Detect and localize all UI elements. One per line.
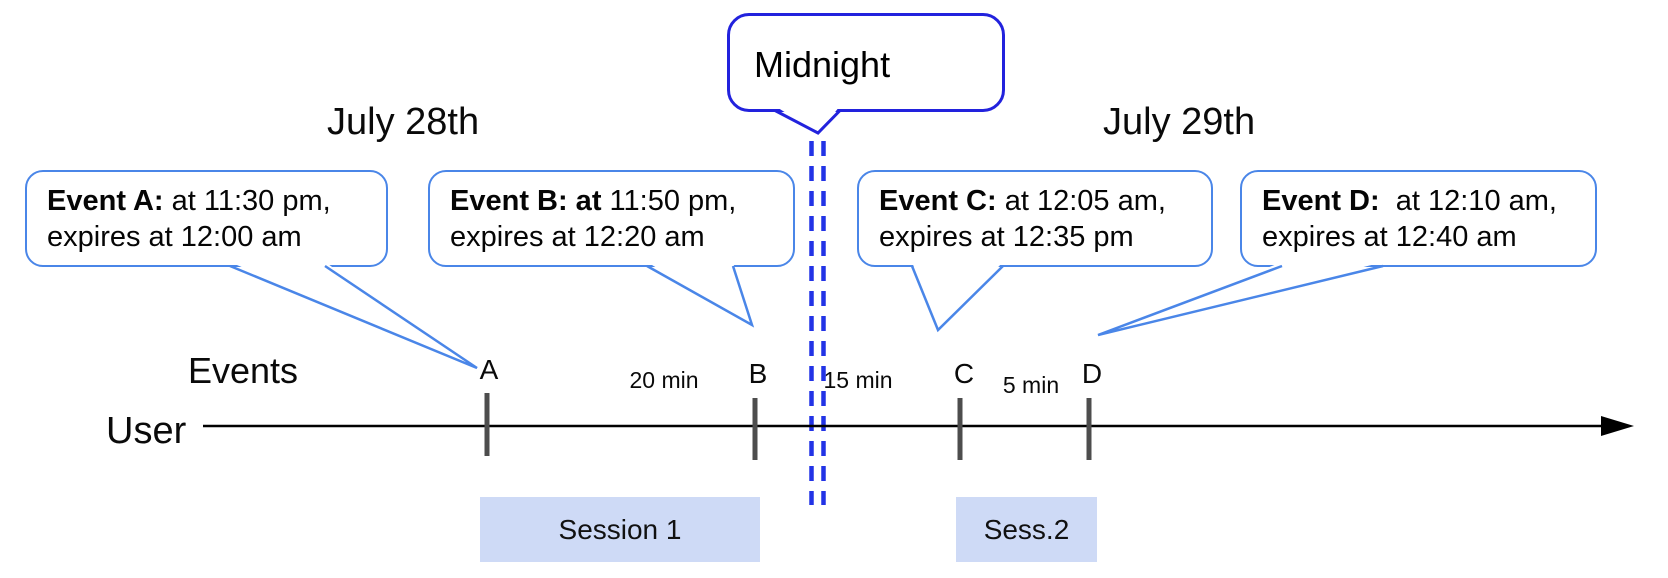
event-c-pointer-outline (910, 265, 1004, 333)
session-1-label: Session 1 (558, 513, 682, 545)
event-b-pointer-fill (647, 262, 752, 325)
interval-15-min-label: 15 min (823, 367, 893, 393)
user-row-label: User (106, 410, 187, 452)
event-c-time-line: Event C: at 12:05 am, (879, 183, 1193, 219)
event-a-bold-label: Event A: (47, 185, 164, 217)
tick-mark-a (484, 393, 490, 456)
interval-5-min-label: 5 min (1002, 372, 1060, 398)
tick-mark-b (752, 398, 758, 460)
event-b-expiry-text: expires at 12:20 am (450, 221, 705, 253)
midnight-callout-label: Midnight (754, 44, 891, 85)
tick-label-d: D (1081, 358, 1103, 389)
event-c-pointer-fill (912, 262, 1003, 330)
event-a-time-text: at 11:30 pm, (163, 185, 331, 217)
event-d-pointer-fill (1098, 262, 1383, 335)
tick-label-c: C (953, 358, 975, 389)
event-b-bold-label: Event B: at (450, 185, 602, 217)
event-b-time-line: Event B: at 11:50 pm, (450, 183, 775, 219)
midnight-callout: Midnight (727, 13, 1005, 112)
event-c-callout: Event C: at 12:05 am, expires at 12:35 p… (857, 170, 1213, 267)
event-c-expiry-text: expires at 12:35 pm (879, 221, 1134, 253)
session-2-box: Sess.2 (956, 497, 1097, 562)
event-d-time-text: at 12:10 am, (1379, 185, 1557, 217)
event-a-expiry-text: expires at 12:00 am (47, 221, 302, 253)
event-d-pointer-outline (1097, 264, 1384, 337)
event-a-time-line: Event A: at 11:30 pm, (47, 183, 368, 219)
session-1-box: Session 1 (480, 497, 760, 562)
tick-label-b: B (748, 358, 768, 389)
midnight-pointer-outline (774, 109, 842, 135)
event-d-expiry-text: expires at 12:40 am (1262, 221, 1517, 253)
events-row-label: Events (188, 350, 299, 391)
event-b-time-text: 11:50 pm, (601, 185, 737, 217)
event-d-time-line: Event D: at 12:10 am, (1262, 183, 1577, 219)
event-b-pointer-outline (646, 264, 755, 328)
date-heading-july-28: July 28th (327, 101, 480, 143)
date-heading-july-29: July 29th (1103, 101, 1256, 143)
tick-label-a: A (479, 354, 499, 385)
event-c-bold-label: Event C: (879, 185, 997, 217)
timeline-arrowhead-icon (1601, 416, 1634, 436)
event-d-bold-label: Event D: (1262, 185, 1380, 217)
event-c-time-text: at 12:05 am, (996, 185, 1166, 217)
event-d-callout: Event D: at 12:10 am, expires at 12:40 a… (1240, 170, 1597, 267)
session-2-label: Sess.2 (983, 513, 1070, 545)
event-a-callout: Event A: at 11:30 pm, expires at 12:00 a… (25, 170, 388, 267)
tick-mark-d (1086, 398, 1092, 460)
tick-mark-c (957, 398, 963, 460)
event-b-callout: Event B: at 11:50 pm, expires at 12:20 a… (428, 170, 795, 267)
interval-20-min-label: 20 min (629, 367, 699, 393)
